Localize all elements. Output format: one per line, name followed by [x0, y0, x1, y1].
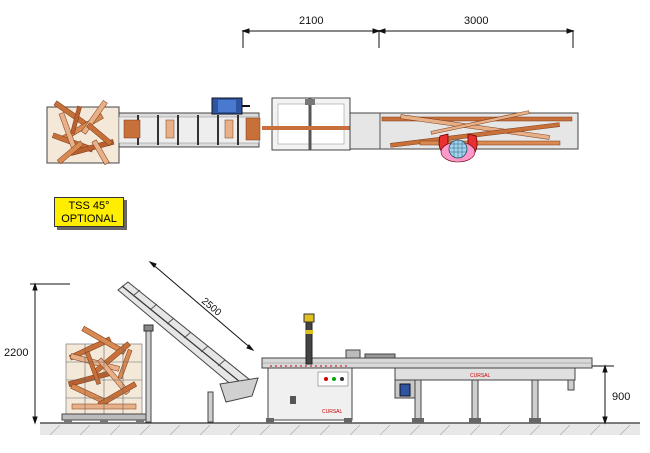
dimension-2200: [30, 282, 70, 425]
option-label-line2: OPTIONAL: [61, 213, 117, 225]
dim-2100: 2100: [299, 15, 323, 27]
rail-logo: CURSAL: [470, 373, 491, 379]
side-view: 2200 900 2500: [4, 260, 640, 436]
outfeed-table-top: [349, 110, 579, 150]
motor-top: [211, 97, 250, 115]
option-label-line1: TSS 45°: [68, 200, 110, 212]
dimension-2500: [148, 260, 255, 352]
floor: [40, 423, 640, 435]
unit-logo: CURSAL: [322, 409, 343, 415]
timber-bin-top: [46, 99, 120, 166]
optional-module-label: TSS 45° OPTIONAL: [54, 197, 124, 227]
timber-pile-side: [61, 325, 147, 423]
operator-icon: [438, 133, 478, 163]
saw-unit-side: CURSAL: [261, 313, 593, 421]
dim-900: 900: [612, 391, 630, 403]
outfeed-table-side: CURSAL: [266, 367, 576, 423]
infeed-conveyor-top: [118, 112, 261, 148]
top-view: 2100 3000: [46, 15, 579, 166]
dimension-top: [241, 28, 575, 48]
dimension-900: [580, 364, 614, 425]
incline-conveyor-side: [117, 281, 259, 423]
dim-2200: 2200: [4, 347, 28, 359]
dim-3000: 3000: [464, 15, 488, 27]
